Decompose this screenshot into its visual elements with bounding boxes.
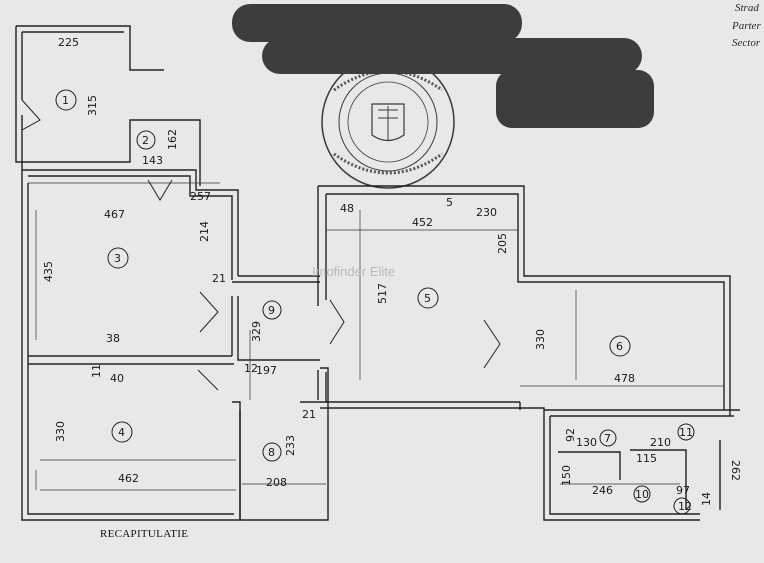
dimension-label: 162 xyxy=(166,129,179,150)
dimension-label: 5 xyxy=(446,196,453,209)
room-number: 1 xyxy=(62,94,69,107)
room-number: 11 xyxy=(679,426,693,439)
room-number: 4 xyxy=(118,426,125,439)
dimension-label: 330 xyxy=(534,329,547,350)
dimension-label: 21 xyxy=(212,272,226,285)
room-number: 5 xyxy=(424,292,431,305)
dimension-label: 143 xyxy=(142,154,163,167)
room-number: 6 xyxy=(616,340,623,353)
dimension-label: 130 xyxy=(576,436,597,449)
dimension-label: 214 xyxy=(198,221,211,242)
dimension-label: 467 xyxy=(104,208,125,221)
dimension-label: 12 xyxy=(244,362,258,375)
footer-title: RECAPITULATIE xyxy=(100,528,188,540)
dimension-label: 517 xyxy=(376,283,389,304)
redaction-block xyxy=(232,4,654,128)
dimension-label: 246 xyxy=(592,484,613,497)
dimension-label: 262 xyxy=(729,460,742,481)
watermark: Imofinder Elite xyxy=(312,264,395,279)
room-markers xyxy=(55,89,695,515)
dimension-label: 150 xyxy=(560,465,573,486)
dimension-label: 21 xyxy=(302,408,316,421)
room-number: 9 xyxy=(268,304,275,317)
dimension-label: 230 xyxy=(476,206,497,219)
room-number: 12 xyxy=(678,500,692,513)
door-swings xyxy=(21,99,501,391)
corner-line-3: Sector xyxy=(732,37,761,49)
dimension-label: 92 xyxy=(564,428,577,442)
dimension-label: 197 xyxy=(256,364,277,377)
dimension-label: 205 xyxy=(496,233,509,254)
dimension-label: 435 xyxy=(42,261,55,282)
dimension-label: 97 xyxy=(676,484,690,497)
corner-line-2: Parter xyxy=(731,20,761,32)
dimension-label: 462 xyxy=(118,472,139,485)
dimension-label: 115 xyxy=(636,452,657,465)
dimension-label: 225 xyxy=(58,36,79,49)
dimension-label: 210 xyxy=(650,436,671,449)
dimension-label: 14 xyxy=(700,492,713,506)
dimension-label: 208 xyxy=(266,476,287,489)
dimension-label: 38 xyxy=(106,332,120,345)
room-number: 10 xyxy=(635,488,649,501)
dimension-label: 329 xyxy=(250,321,263,342)
room-number: 2 xyxy=(142,134,149,147)
dimension-label: 257 xyxy=(190,190,211,203)
dimension-label: 40 xyxy=(110,372,124,385)
dimension-label: 315 xyxy=(86,95,99,116)
room-number: 8 xyxy=(268,446,275,459)
walls xyxy=(15,25,740,521)
dimension-label: 48 xyxy=(340,202,354,215)
dimension-label: 452 xyxy=(412,216,433,229)
dimension-label: 233 xyxy=(284,435,297,456)
corner-line-1: Strad xyxy=(735,2,759,14)
dimension-label: 11 xyxy=(90,364,103,378)
dimension-lines xyxy=(28,182,724,491)
dimension-label: 330 xyxy=(54,421,67,442)
room-number: 3 xyxy=(114,252,121,265)
room-number: 7 xyxy=(604,432,611,445)
dimension-label: 478 xyxy=(614,372,635,385)
